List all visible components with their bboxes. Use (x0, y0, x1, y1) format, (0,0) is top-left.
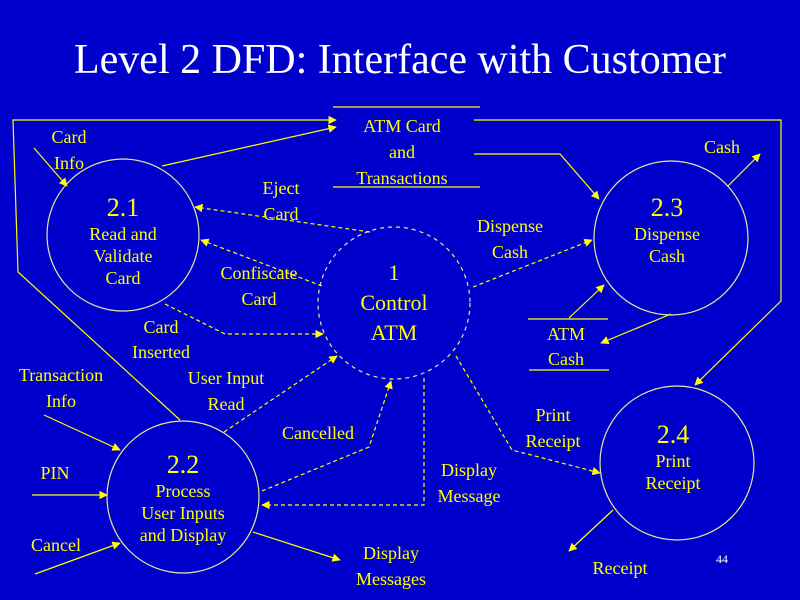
flow-transaction-info (43, 414, 121, 451)
process-2-2: 2.2 Process User Inputs and Display (140, 450, 226, 546)
page-number: 44 (716, 552, 728, 566)
process-2-1-name-line: Read and (89, 224, 157, 244)
flow-label-line: Receipt (592, 558, 648, 578)
control-atm-process: 1 Control ATM (360, 258, 427, 348)
process-2-2-name-line: and Display (139, 525, 227, 545)
flow-confiscate-card (200, 238, 323, 287)
data-store-line: Cash (547, 349, 584, 369)
flow-label-line: Cash (704, 137, 740, 157)
flow-label-line: Display (363, 543, 419, 563)
process-2-4-name-line: Receipt (645, 473, 701, 493)
flow-label-dispense-cash: Dispense Cash (477, 213, 543, 265)
flow-card-info (33, 147, 68, 187)
process-2-3-number: 2.3 (650, 193, 684, 222)
data-store-line: and (389, 142, 415, 162)
flow-label-line: PIN (40, 463, 70, 483)
flow-2-1-to-store (161, 124, 337, 167)
flow-label-user-input-read: User Input Read (188, 365, 264, 417)
process-2-1: 2.1 Read and Validate Card (89, 193, 156, 289)
process-2-1-number: 2.1 (106, 193, 140, 222)
process-2-3-circle (593, 160, 749, 316)
flow-label-line: Read (207, 394, 245, 414)
flow-label-line: Info (46, 391, 76, 411)
flow-label-receipt: Receipt (593, 557, 648, 579)
process-2-2-number: 2.2 (166, 450, 200, 479)
control-atm-circle (317, 226, 471, 380)
flow-label-line: Eject (262, 178, 300, 198)
flow-print-receipt (455, 355, 601, 476)
flow-label-line: Cash (492, 242, 528, 262)
flow-label-line: Messages (356, 569, 426, 589)
flow-card-inserted (164, 303, 324, 339)
data-store-atm-cash: ATM Cash (547, 322, 585, 372)
control-atm-name-line: ATM (370, 320, 418, 345)
flow-cash (727, 153, 761, 187)
flow-label-line: Cancel (31, 535, 81, 555)
process-2-2-name-line: Process (155, 481, 211, 501)
flow-loop-to-store (12, 115, 337, 421)
data-store-line: ATM (546, 324, 586, 344)
flow-label-line: Message (437, 486, 501, 506)
flow-label-line: Card (263, 204, 299, 224)
flow-label-cash: Cash (704, 136, 740, 158)
flow-label-card-info: Card Info (52, 124, 87, 176)
flow-label-line: Transaction (18, 365, 104, 385)
flow-label-display-messages: Display Messages (356, 540, 426, 592)
flow-label-line: Print (535, 405, 571, 425)
flow-label-eject-card: Eject Card (263, 175, 300, 227)
flow-eject-card (194, 203, 371, 233)
flow-label-line: Card (143, 317, 179, 337)
flow-store-to-2-4 (474, 119, 782, 386)
slide-title: Level 2 DFD: Interface with Customer (74, 37, 726, 83)
flow-display-messages (252, 531, 341, 562)
data-store-line: Transactions (356, 168, 448, 188)
data-store-line: ATM Card (363, 116, 441, 136)
flow-label-print-receipt: Print Receipt (526, 402, 581, 454)
data-store-atm-card-transactions: ATM Card and Transactions (356, 113, 447, 191)
flow-label-line: Confiscate (220, 263, 298, 283)
process-2-1-name-line: Validate (93, 246, 153, 266)
process-2-2-name-line: User Inputs (141, 503, 225, 523)
flow-label-line: Inserted (132, 342, 190, 362)
control-atm-name-line: Control (360, 290, 428, 315)
flow-cancel (34, 541, 121, 575)
flow-label-line: Cancelled (282, 423, 354, 443)
flow-label-line: Card (241, 289, 277, 309)
flow-cancelled (261, 380, 393, 492)
flow-label-line: User Input (187, 368, 265, 388)
flow-label-line: Info (54, 153, 84, 173)
flow-label-line: Display (440, 460, 497, 480)
process-2-1-name-line: Card (105, 268, 141, 288)
flow-label-cancel: Cancel (31, 534, 81, 556)
flow-label-confiscate-card: Confiscate Card (221, 260, 298, 312)
flow-atm-cash-to-2-3 (568, 284, 605, 319)
flow-label-pin: PIN (40, 462, 69, 484)
flow-label-display-message: Display Message (438, 457, 501, 509)
process-2-3-name-line: Cash (649, 246, 685, 266)
flow-label-cancelled: Cancelled (282, 422, 354, 444)
flow-user-input-read (223, 355, 338, 433)
process-2-4-number: 2.4 (656, 420, 690, 449)
process-2-3: 2.3 Dispense Cash (634, 193, 700, 267)
process-2-3-name-line: Dispense (634, 224, 700, 244)
flow-display-message (261, 378, 425, 510)
flow-label-line: Receipt (525, 431, 581, 451)
flow-store-to-2-3 (474, 153, 600, 200)
process-2-4-circle (599, 385, 755, 541)
process-2-4: 2.4 Print Receipt (646, 420, 701, 494)
flow-label-card-inserted: Card Inserted (132, 315, 190, 365)
process-2-4-name-line: Print (655, 451, 691, 471)
process-2-1-circle (46, 158, 200, 312)
flow-2-3-to-atm-cash (600, 313, 672, 344)
flow-label-line: Card (51, 127, 87, 147)
flow-label-transaction-info: Transaction Info (19, 362, 103, 414)
flow-receipt (568, 509, 614, 552)
control-atm-number: 1 (388, 260, 400, 285)
flow-dispense-cash (472, 238, 593, 288)
flow-label-line: Dispense (477, 216, 543, 236)
